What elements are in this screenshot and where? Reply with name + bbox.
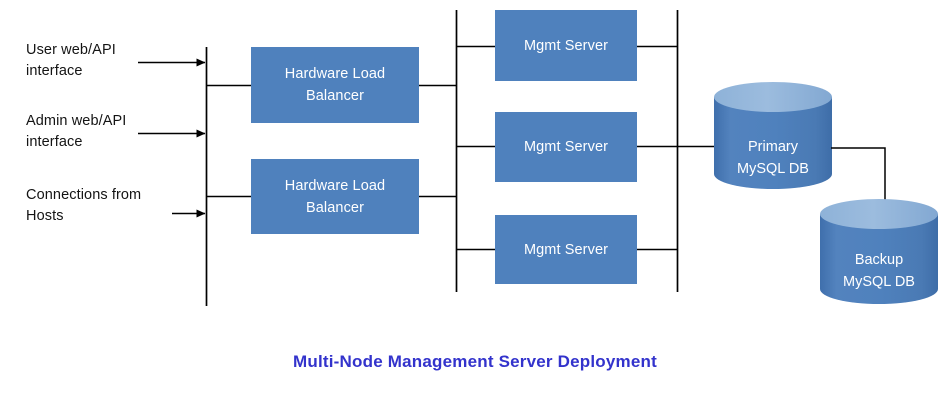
input-label-user-web-api-line2: interface <box>26 63 83 79</box>
mgmt-server-1-label: Mgmt Server <box>523 37 609 54</box>
mgmt-server-1[interactable]: Mgmt Server <box>495 10 637 81</box>
diagram-title: Multi-Node Management Server Deployment <box>293 352 657 371</box>
input-label-admin-web-api: Admin web/API interface <box>26 111 126 153</box>
primary-mysql-db-label: Primary MySQL DB <box>714 136 832 180</box>
hardware-load-balancer-2-line2: Balancer <box>305 199 365 216</box>
connector-primary-to-backup-db <box>831 147 886 215</box>
backup-mysql-db[interactable]: Backup MySQL DB <box>820 199 938 304</box>
mgmt-server-2-label: Mgmt Server <box>523 139 609 155</box>
primary-mysql-db-line2: MySQL DB <box>737 161 809 177</box>
input-label-admin-web-api-line1: Admin web/API <box>26 113 127 129</box>
primary-mysql-db-line1: Primary <box>748 139 798 155</box>
primary-mysql-db[interactable]: Primary MySQL DB <box>714 82 832 189</box>
input-label-connections-from-hosts-line2: Hosts <box>26 208 64 224</box>
input-label-user-web-api: User web/API interface <box>26 40 116 82</box>
input-label-user-web-api-line1: User web/API <box>26 42 116 58</box>
hardware-load-balancer-1-label: Hardware Load Balancer <box>251 63 419 107</box>
primary-mysql-db-shape <box>714 82 832 189</box>
input-label-admin-web-api-line2: interface <box>26 134 83 150</box>
mgmt-server-2[interactable]: Mgmt Server <box>495 112 637 182</box>
hardware-load-balancer-1-line2: Balancer <box>305 88 365 104</box>
mgmt-server-3[interactable]: Mgmt Server <box>495 215 637 284</box>
hardware-load-balancer-1[interactable]: Hardware Load Balancer <box>251 47 419 123</box>
input-label-connections-from-hosts-line1: Connections from <box>26 187 142 203</box>
hardware-load-balancer-2-line1: Hardware Load <box>284 177 386 194</box>
backup-mysql-db-shape <box>820 199 938 304</box>
hardware-load-balancer-2-label: Hardware Load Balancer <box>251 175 419 219</box>
input-label-connections-from-hosts: Connections from Hosts <box>26 185 141 227</box>
hardware-load-balancer-1-line1: Hardware Load <box>284 66 386 82</box>
backup-mysql-db-line1: Backup <box>854 252 904 268</box>
mgmt-server-3-label: Mgmt Server <box>523 241 609 258</box>
backup-mysql-db-label: Backup MySQL DB <box>820 249 938 293</box>
hardware-load-balancer-2[interactable]: Hardware Load Balancer <box>251 159 419 234</box>
backup-mysql-db-line2: MySQL DB <box>843 274 915 290</box>
